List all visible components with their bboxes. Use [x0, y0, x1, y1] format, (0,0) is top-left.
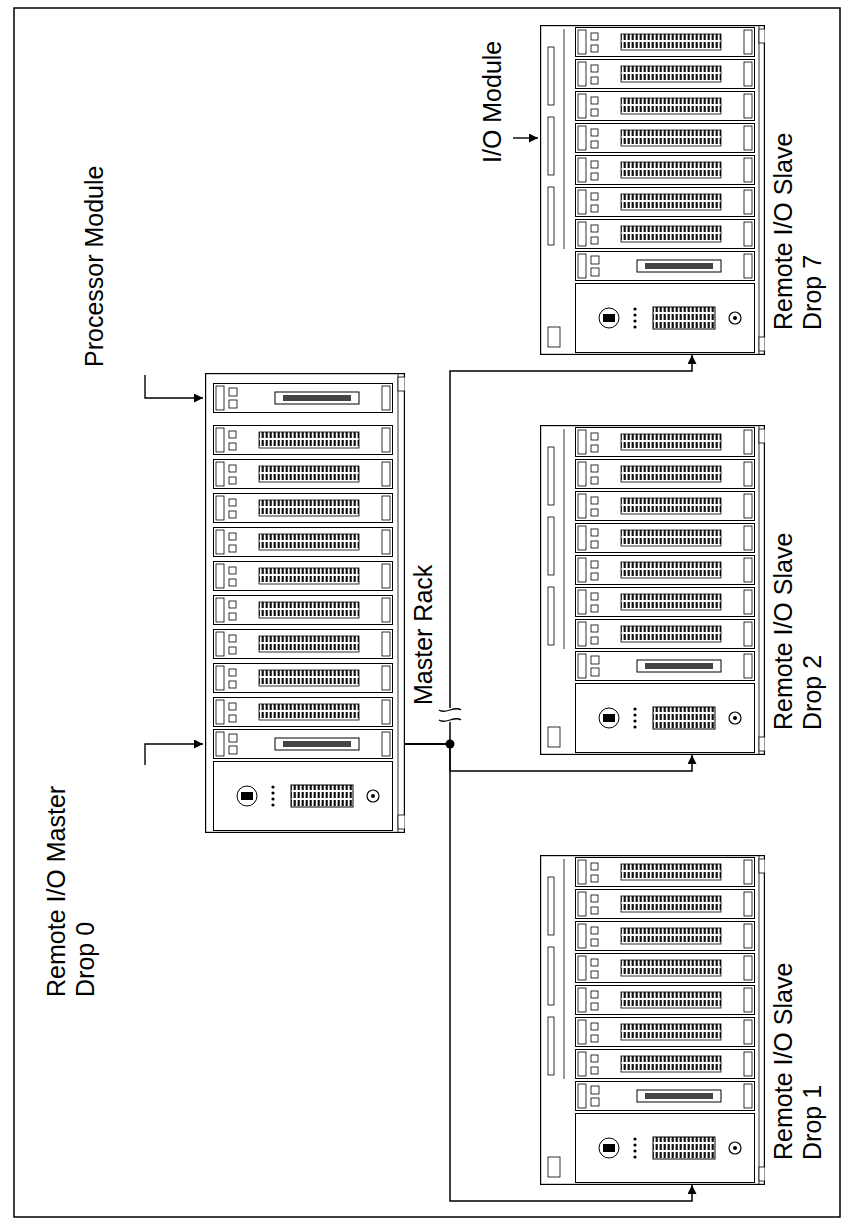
junction-dot [446, 740, 455, 749]
rack-caption: Remote I/O Slave Drop 1 [769, 930, 827, 1160]
slave-rack: Remote I/O Slave Drop 2 [540, 425, 765, 755]
rack-caption: Remote I/O Slave Drop 2 [769, 500, 827, 730]
slave-rack-drawing [541, 425, 766, 755]
master-rack: Master Rack [205, 373, 405, 833]
slave-rack: Remote I/O Slave Drop 1 [540, 855, 765, 1185]
leader-line [145, 375, 203, 398]
callout-label: Processor Module [80, 67, 109, 367]
rack-caption: Master Rack [409, 485, 438, 705]
leader-line [513, 137, 538, 138]
page-border [14, 8, 840, 1217]
callout-label: Remote I/O Master Drop 0 [42, 757, 100, 997]
leader-line [145, 744, 203, 765]
slave-rack: Remote I/O Slave Drop 7 [540, 25, 765, 355]
slave-rack-drawing [541, 25, 766, 355]
master-rack-drawing [206, 373, 406, 833]
cable-break-gap [440, 708, 460, 722]
cable-break-mark [439, 709, 461, 712]
slave-rack-drawing [541, 855, 766, 1185]
cable-break-mark [439, 719, 461, 722]
callout-label: I/O Module [478, 13, 507, 163]
rack-caption: Remote I/O Slave Drop 7 [769, 100, 827, 330]
